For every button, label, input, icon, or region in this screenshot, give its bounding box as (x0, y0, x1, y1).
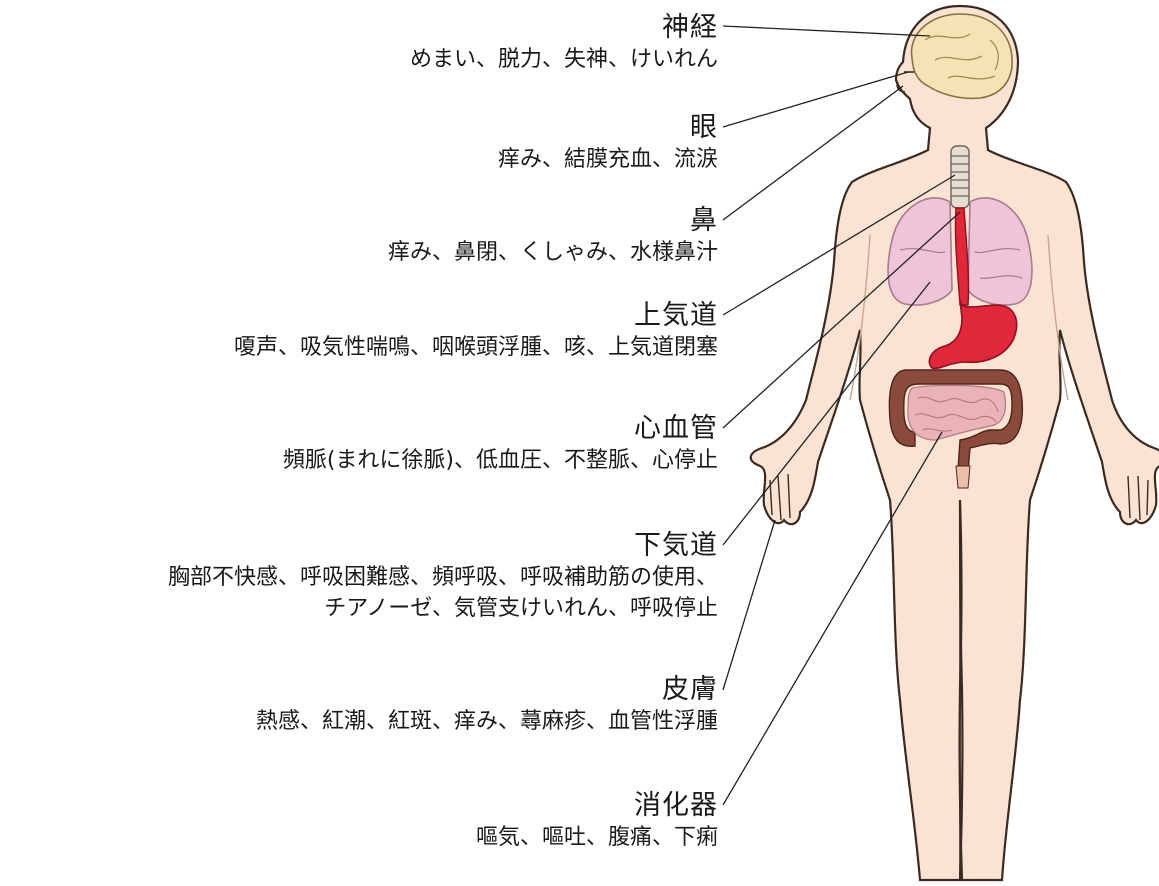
organ-heading: 下気道 (168, 530, 718, 562)
organ-symptoms: 痒み、結膜充血、流涙 (498, 144, 718, 175)
organ-heading: 心血管 (283, 413, 718, 445)
label-neuro: 神経 めまい、脱力、失神、けいれん (410, 12, 718, 75)
trachea (951, 146, 969, 208)
leader-neuro (723, 26, 930, 36)
organ-symptoms: 痒み、鼻閉、くしゃみ、水様鼻汁 (388, 237, 718, 268)
organ-heading: 神経 (410, 12, 718, 44)
label-lower-airway: 下気道 胸部不快感、呼吸困難感、頻呼吸、呼吸補助筋の使用、 チアノーゼ、気管支け… (168, 530, 718, 624)
label-cardiovascular: 心血管 頻脈(まれに徐脈)、低血圧、不整脈、心停止 (283, 413, 718, 476)
label-nose: 鼻 痒み、鼻閉、くしゃみ、水様鼻汁 (388, 205, 718, 268)
organ-heading: 眼 (498, 112, 718, 144)
organ-symptoms: 嗄声、吸気性喘鳴、咽喉頭浮腫、咳、上気道閉塞 (234, 332, 718, 363)
label-eye: 眼 痒み、結膜充血、流涙 (498, 112, 718, 175)
label-gi: 消化器 嘔気、嘔吐、腹痛、下痢 (476, 790, 718, 853)
organ-heading: 鼻 (388, 205, 718, 237)
leader-skin (723, 520, 775, 690)
rectum (956, 466, 970, 488)
label-skin: 皮膚 熱感、紅潮、紅斑、痒み、蕁麻疹、血管性浮腫 (256, 674, 718, 737)
organ-symptoms: 熱感、紅潮、紅斑、痒み、蕁麻疹、血管性浮腫 (256, 706, 718, 737)
brain (912, 14, 1013, 98)
leader-eye (723, 72, 908, 127)
label-upper-airway: 上気道 嗄声、吸気性喘鳴、咽喉頭浮腫、咳、上気道閉塞 (234, 300, 718, 363)
body-outline (751, 6, 1159, 880)
organ-symptoms: 頻脈(まれに徐脈)、低血圧、不整脈、心停止 (283, 445, 718, 476)
organ-symptoms: めまい、脱力、失神、けいれん (410, 44, 718, 75)
organ-heading: 消化器 (476, 790, 718, 822)
organ-heading: 皮膚 (256, 674, 718, 706)
organ-symptoms: 胸部不快感、呼吸困難感、頻呼吸、呼吸補助筋の使用、 (168, 562, 718, 593)
organ-symptoms: チアノーゼ、気管支けいれん、呼吸停止 (168, 593, 718, 624)
body-silhouette (751, 6, 1159, 880)
organ-heading: 上気道 (234, 300, 718, 332)
organ-symptoms: 嘔気、嘔吐、腹痛、下痢 (476, 822, 718, 853)
